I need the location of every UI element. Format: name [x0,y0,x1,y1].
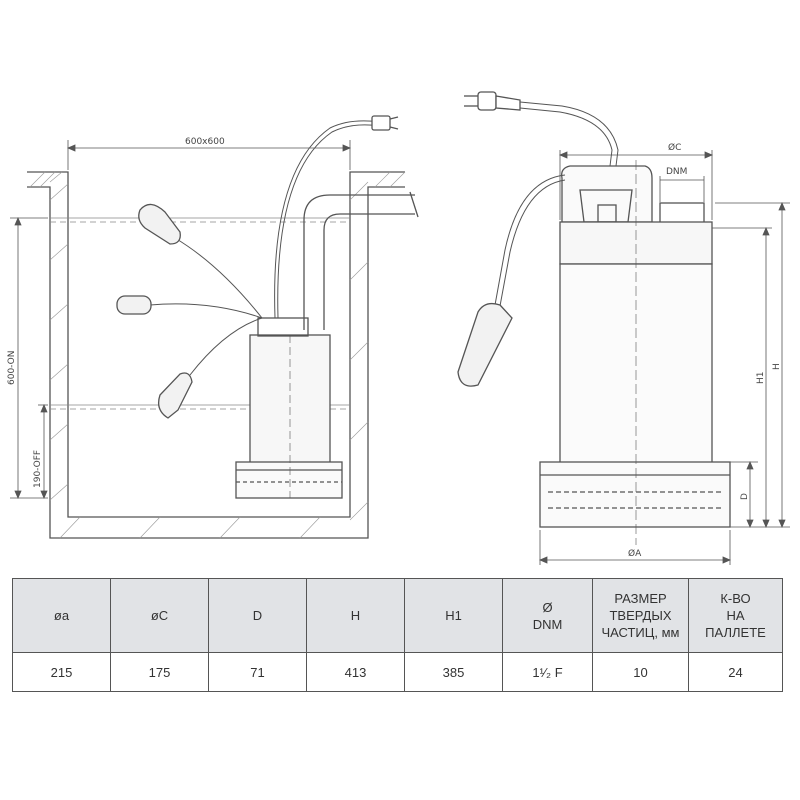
dim-a-label: ØA [628,548,642,559]
pit-width-label: 600x600 [185,137,225,147]
plug-left [371,115,399,131]
table-cell: 1¹⁄₂ F [502,652,593,692]
table-cell: 385 [404,652,503,692]
dim-c-label: ØC [668,142,681,153]
dim-c [558,150,714,220]
float-cables [149,120,381,376]
specification-table: øa øC D H H1 Ø DNM РАЗМЕР ТВЕРДЫХ ЧАСТИЦ… [12,578,783,692]
pump-right-cable [494,101,619,307]
float-switch-right [457,302,513,387]
on-level-dimension [10,216,48,500]
dim-h-label: H [772,363,782,370]
header-cell: К-ВО НА ПАЛЛЕТЕ [688,578,783,653]
header-cell: øa [12,578,111,653]
dim-d [730,460,758,529]
off-level-dimension [38,403,48,500]
table-cell: 413 [306,652,405,692]
dim-d-label: D [740,493,750,500]
table-header-row: øa øC D H H1 Ø DNM РАЗМЕР ТВЕРДЫХ ЧАСТИЦ… [12,578,783,653]
dim-dnm-label: DNM [666,167,687,177]
dim-dnm [659,176,705,202]
table-cell: 71 [208,652,307,692]
table-cell: 10 [592,652,689,692]
pump-left [235,317,343,499]
pit-width-dimension [66,140,352,170]
header-cell: H [306,578,405,653]
pump-right [539,160,731,545]
pit-wall-hatch [29,171,406,539]
dim-h1 [712,226,772,529]
float-switches-left [116,203,193,419]
header-cell: H1 [404,578,503,653]
water-level-on [50,217,350,223]
dim-a [538,530,732,565]
pump-installation-drawing: 600x600 600-ON 190-OFF ØC DNM H H1 D ØA [7,91,790,565]
table-cell: 24 [688,652,783,692]
pit-walls [27,171,405,539]
table-row: 215 175 71 413 385 1¹⁄₂ F 10 24 [12,652,783,692]
plug-right [464,91,521,111]
table-cell: 175 [110,652,209,692]
table-cell: 215 [12,652,111,692]
dim-h [715,201,790,529]
header-cell: D [208,578,307,653]
dim-h1-label: H1 [756,372,766,385]
off-level-label: 190-OFF [33,450,43,488]
header-cell: øC [110,578,209,653]
on-level-label: 600-ON [7,351,17,386]
discharge-pipe [303,191,419,330]
header-cell: Ø DNM [502,578,593,653]
header-cell: РАЗМЕР ТВЕРДЫХ ЧАСТИЦ, мм [592,578,689,653]
